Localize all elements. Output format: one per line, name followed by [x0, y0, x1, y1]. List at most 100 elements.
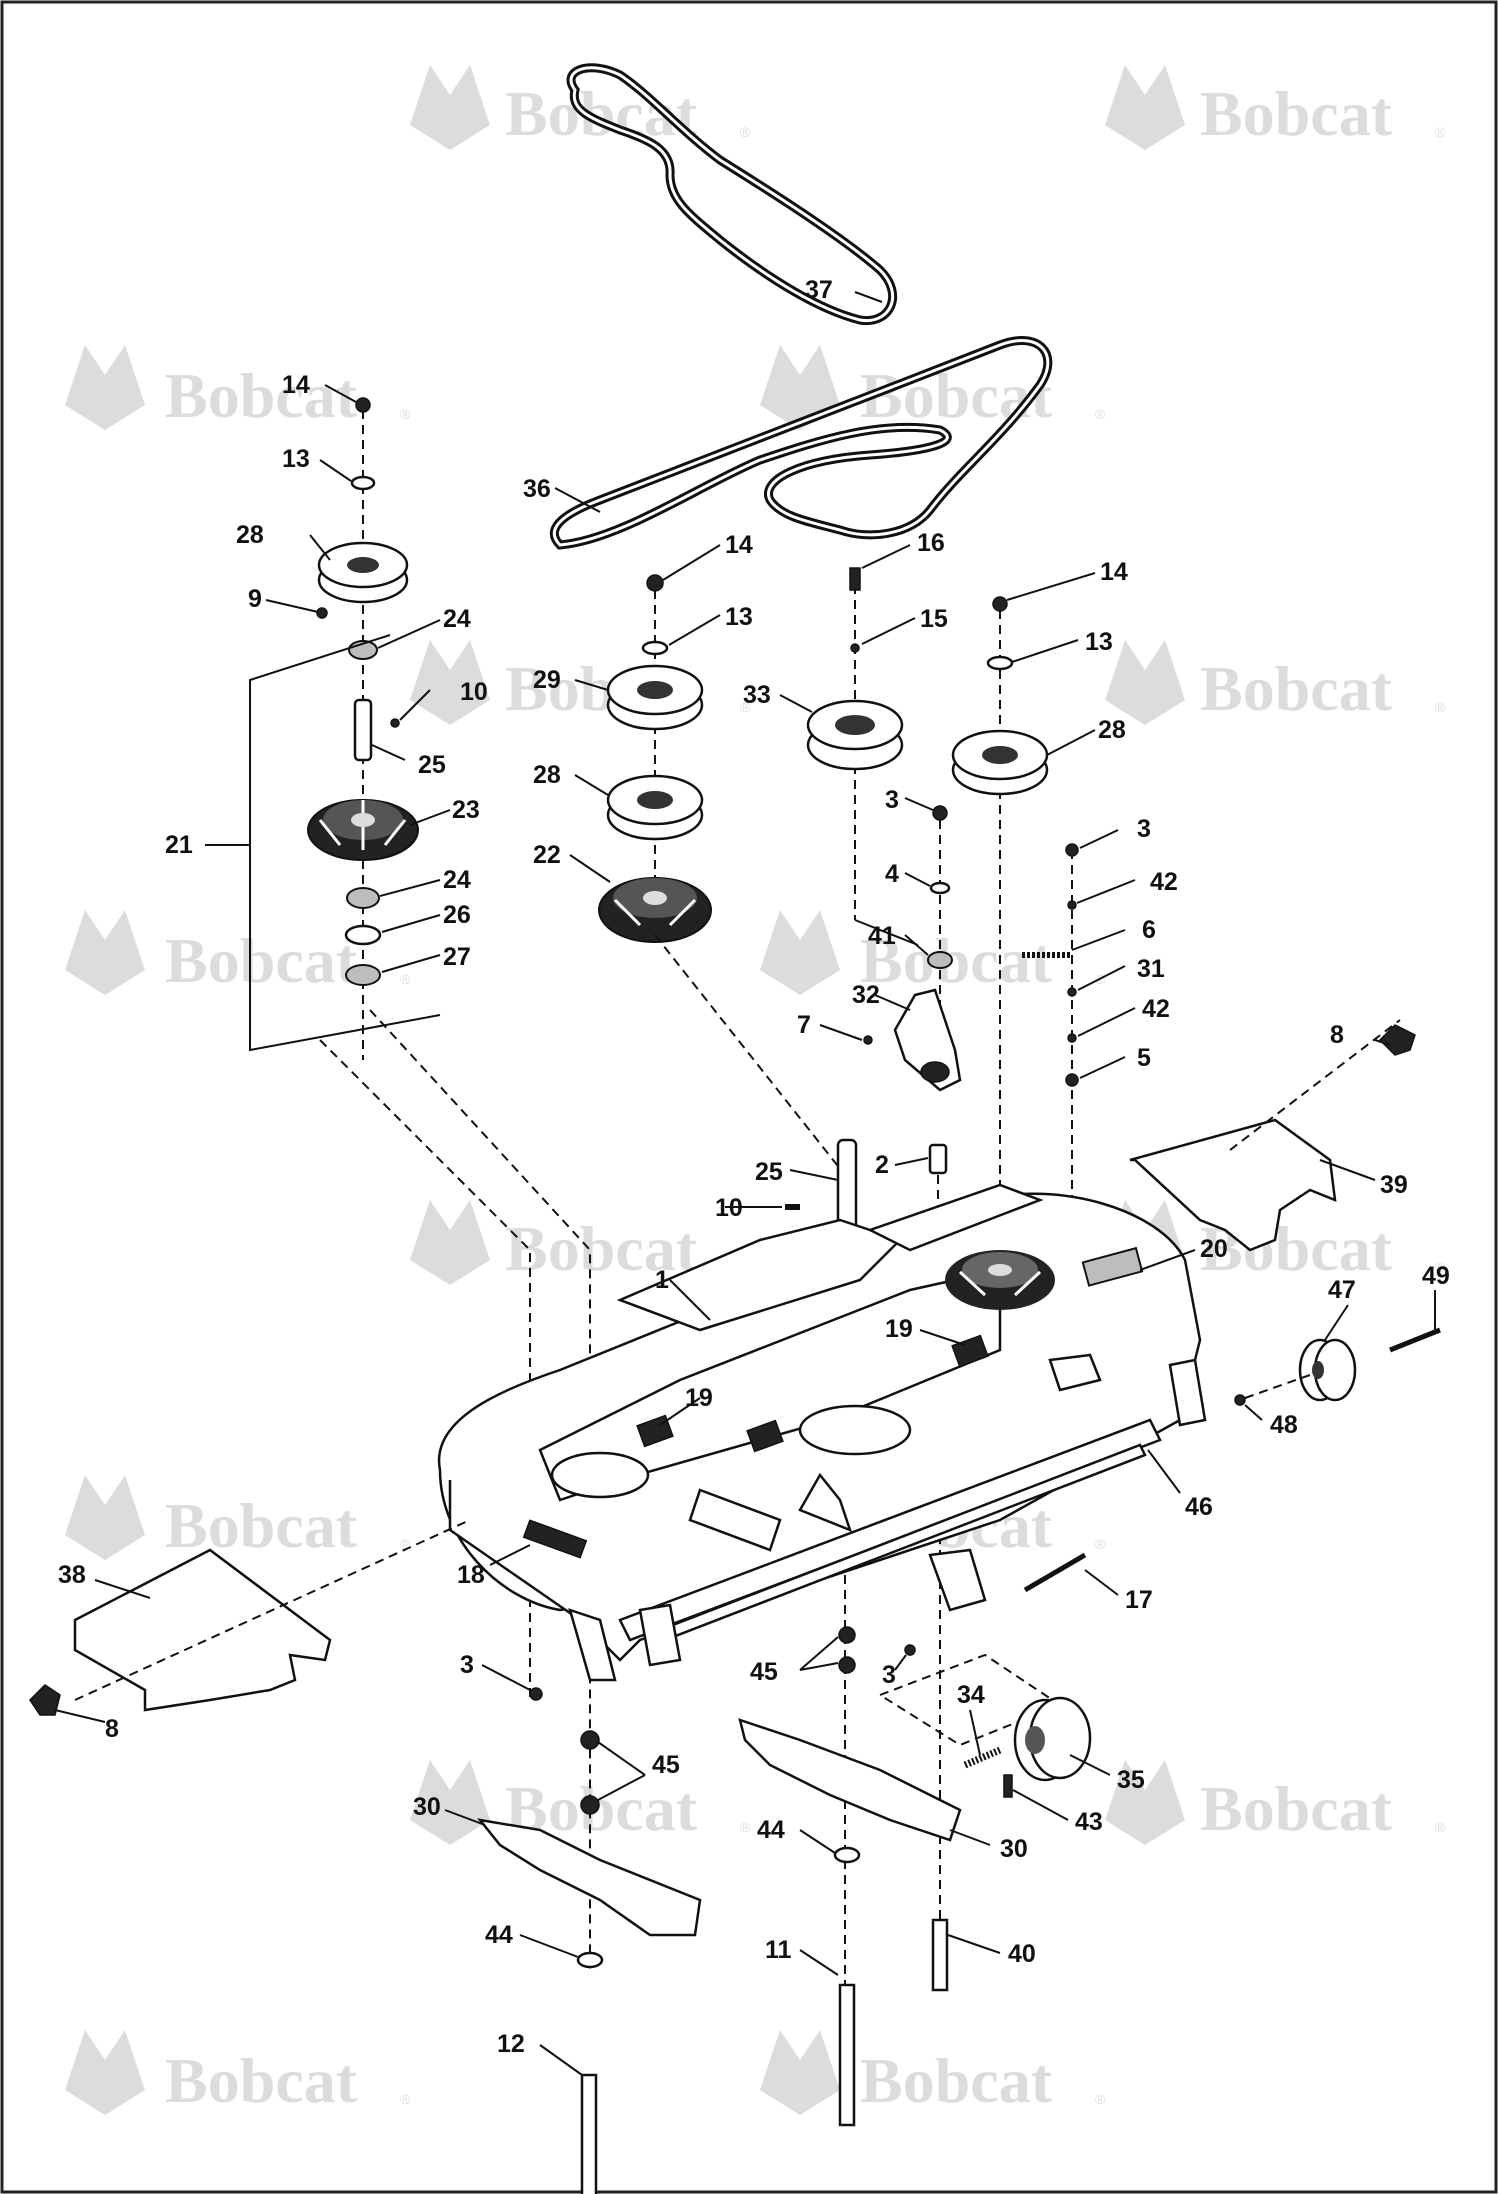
bobcat-logo-icon — [760, 2030, 840, 2115]
roller-wheel-47 — [1298, 1338, 1357, 1402]
watermark-text: Bobcat — [165, 360, 358, 431]
bobcat-logo-icon — [65, 345, 145, 430]
bobcat-logo-icon — [760, 910, 840, 995]
nut-14-left — [355, 397, 371, 413]
callout-28: 28 — [533, 761, 561, 789]
watermark-reg: ® — [740, 124, 751, 140]
callout-40: 40 — [1008, 1940, 1036, 1968]
watermark-text: Bobcat — [165, 1490, 358, 1561]
watermark: Bobcat ® — [1105, 1760, 1446, 1845]
callout-24: 24 — [443, 866, 471, 894]
callout-48: 48 — [1270, 1411, 1298, 1439]
deck-bracket — [928, 1548, 987, 1612]
watermark: Bobcat ® — [65, 1475, 411, 1561]
watermark-reg: ® — [400, 2091, 411, 2107]
washer-44-left — [576, 1951, 604, 1969]
washer-42-top — [1067, 900, 1077, 910]
callout-6: 6 — [1142, 916, 1156, 944]
watermark-reg: ® — [400, 971, 411, 987]
callout-3: 3 — [460, 1651, 474, 1679]
callout-42: 42 — [1142, 995, 1170, 1023]
callout-33: 33 — [743, 681, 771, 709]
watermark: Bobcat ® — [410, 1760, 751, 1845]
idler-assembly — [806, 567, 962, 1260]
watermark-reg: ® — [1435, 124, 1446, 140]
watermark-reg: ® — [740, 699, 751, 715]
callout-5: 5 — [1137, 1044, 1151, 1072]
callout-43: 43 — [1075, 1808, 1103, 1836]
callout-20: 20 — [1200, 1235, 1228, 1263]
spring-assembly — [1022, 843, 1079, 1200]
watermark: Bobcat ® — [65, 2030, 411, 2116]
nut-3-idler — [932, 805, 948, 821]
watermark-reg: ® — [1095, 2091, 1106, 2107]
bobcat-logo-icon — [1105, 65, 1185, 150]
axis-line — [654, 934, 846, 1176]
watermark-text: Bobcat — [1200, 78, 1393, 149]
shaft-25-left — [353, 698, 373, 762]
belt-37 — [566, 63, 897, 325]
callout-11: 11 — [765, 1936, 792, 1964]
watermark: Bobcat ® — [1105, 640, 1446, 725]
callout-39: 39 — [1380, 1171, 1408, 1199]
bearing-24-bottom — [346, 887, 380, 909]
callout-38: 38 — [58, 1561, 86, 1589]
washer-45-left-top — [580, 1730, 600, 1750]
callout-19: 19 — [685, 1384, 713, 1412]
axis-line — [1229, 1019, 1401, 1151]
callout-29: 29 — [533, 666, 561, 694]
callout-13: 13 — [282, 445, 310, 473]
callout-47: 47 — [1328, 1276, 1356, 1304]
watermarks: Bobcat ® Bobcat ® Bobcat ® Bobcat ® Bobc… — [65, 65, 1446, 2116]
callout-19: 19 — [885, 1315, 913, 1343]
callout-44: 44 — [485, 1921, 513, 1949]
nut-3-lower-right — [904, 1644, 916, 1656]
watermark-reg: ® — [1095, 406, 1106, 422]
idler-arm-hub — [920, 1061, 950, 1083]
bolt-9 — [316, 607, 328, 619]
spacer-2 — [928, 1143, 948, 1175]
bolt-16 — [849, 567, 861, 591]
bolt-43 — [1003, 1774, 1013, 1798]
belt-36 — [549, 336, 1053, 550]
nut-3-spring — [1065, 843, 1079, 857]
callout-30: 30 — [413, 1793, 441, 1821]
watermark: Bobcat ® — [1105, 65, 1446, 150]
watermark: Bobcat ® — [760, 345, 1106, 431]
washer-13-left — [350, 475, 376, 491]
spindle-housing-22 — [598, 877, 712, 943]
pulley-28-center — [606, 774, 704, 841]
callout-4: 4 — [885, 860, 899, 888]
deck-top-rail — [866, 1183, 1044, 1252]
axis-line — [319, 1039, 531, 1700]
callout-9: 9 — [248, 585, 262, 613]
axis-line — [1244, 1374, 1311, 1399]
washer-44-center — [833, 1846, 861, 1864]
callout-26: 26 — [443, 901, 471, 929]
callout-2: 2 — [875, 1151, 889, 1179]
seal-26 — [344, 924, 382, 946]
callout-28: 28 — [1098, 716, 1126, 744]
callout-49: 49 — [1422, 1262, 1450, 1290]
decal-19-center — [746, 1419, 784, 1453]
callout-41: 41 — [868, 922, 896, 950]
bolt-5 — [1065, 1073, 1079, 1087]
callout-16: 16 — [917, 529, 945, 557]
washer-45-center-top — [838, 1626, 856, 1644]
spindle-housing-20 — [945, 1250, 1055, 1310]
deck-baffle — [1048, 1353, 1102, 1392]
nut-14-center — [646, 574, 664, 592]
bobcat-logo-icon — [65, 2030, 145, 2115]
callout-35: 35 — [1117, 1766, 1145, 1794]
callout-10: 10 — [715, 1194, 743, 1222]
callout-13: 13 — [725, 603, 753, 631]
center-spindle-assembly — [598, 574, 846, 1176]
washer-4 — [929, 881, 951, 895]
callout-31: 31 — [1137, 955, 1165, 983]
callout-27: 27 — [443, 943, 471, 971]
bobcat-logo-icon — [410, 1200, 490, 1285]
callout-1: 1 — [655, 1266, 669, 1294]
watermark-reg: ® — [1435, 699, 1446, 715]
nut-14-right — [992, 596, 1008, 612]
spindle-housing-23 — [307, 799, 419, 861]
